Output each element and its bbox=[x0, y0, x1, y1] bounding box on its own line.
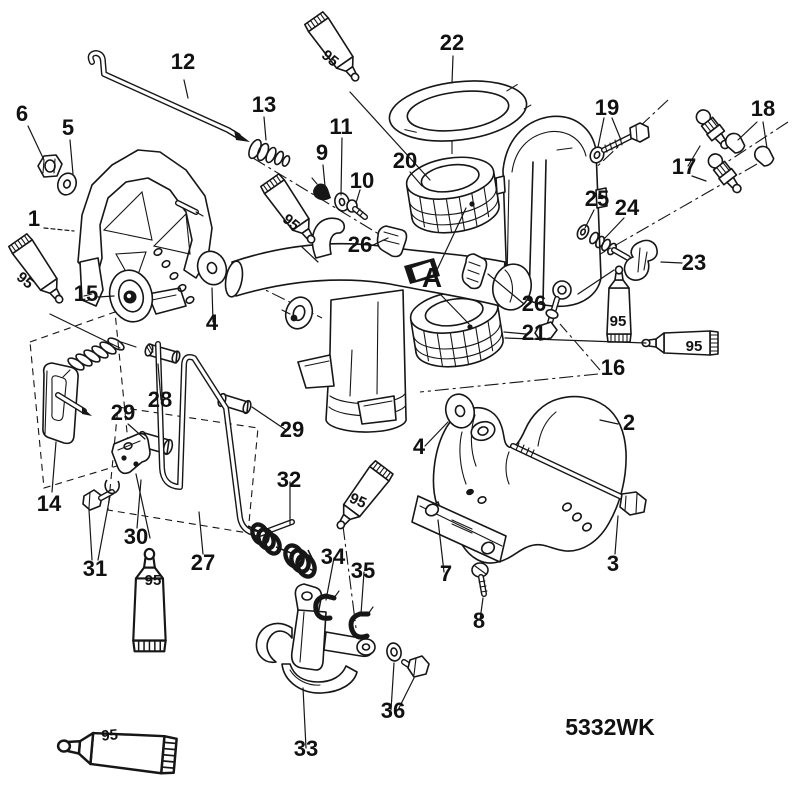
spring-13 bbox=[248, 138, 291, 167]
clip-34 bbox=[313, 590, 340, 621]
bolt-36 bbox=[401, 655, 430, 678]
steering-drum bbox=[108, 269, 154, 323]
callout-6: 6 bbox=[16, 101, 28, 126]
callout-18: 18 bbox=[751, 96, 775, 121]
callout-labels: 1 2 3 4 4 5 6 7 8 9 10 11 12 13 14 15 16… bbox=[16, 30, 775, 761]
callout-23: 23 bbox=[682, 250, 706, 275]
lock-spring bbox=[62, 337, 137, 378]
swivel-bracket bbox=[224, 217, 532, 433]
callout-26-a: 26 bbox=[348, 232, 372, 257]
callout-14: 14 bbox=[37, 491, 62, 516]
washer-36 bbox=[386, 642, 402, 662]
clip-35 bbox=[348, 606, 374, 640]
callout-15: 15 bbox=[74, 281, 98, 306]
wedge-26-right bbox=[461, 253, 488, 290]
callout-33: 33 bbox=[294, 736, 318, 761]
swivel-housing bbox=[495, 115, 608, 341]
callout-30: 30 bbox=[124, 524, 148, 549]
callout-24: 24 bbox=[615, 195, 640, 220]
callout-35: 35 bbox=[351, 558, 375, 583]
bracket-30 bbox=[111, 432, 151, 475]
nut bbox=[37, 154, 63, 178]
bearing-upper bbox=[402, 150, 503, 240]
callout-27: 27 bbox=[191, 550, 215, 575]
grease-fitting-lower bbox=[707, 153, 742, 194]
fitting-cap bbox=[754, 145, 775, 167]
retainer-ring bbox=[388, 80, 532, 142]
clamp-bolt-3 bbox=[510, 442, 647, 516]
grease-tube bbox=[132, 547, 167, 653]
grease-label: 95 bbox=[347, 490, 369, 512]
anode-plate-7 bbox=[411, 495, 507, 563]
callout-36: 36 bbox=[381, 698, 405, 723]
callout-7: 7 bbox=[440, 561, 452, 586]
grease-label: 95 bbox=[145, 572, 162, 589]
callout-4-b: 4 bbox=[413, 434, 426, 459]
screw-8 bbox=[471, 562, 489, 597]
pin-28 bbox=[144, 343, 181, 364]
callout-4-a: 4 bbox=[206, 310, 219, 335]
callout-21: 21 bbox=[522, 320, 546, 345]
grease-leaders bbox=[49, 91, 647, 539]
grease-point-upper bbox=[469, 201, 475, 207]
callout-12: 12 bbox=[171, 49, 195, 74]
screw-10 bbox=[346, 199, 368, 220]
callout-28: 28 bbox=[148, 387, 172, 412]
callout-5: 5 bbox=[62, 115, 74, 140]
drawing-code: 5332WK bbox=[565, 714, 655, 740]
callout-29-b: 29 bbox=[280, 417, 304, 442]
callout-3: 3 bbox=[607, 551, 619, 576]
callout-leaders bbox=[27, 55, 768, 749]
callout-1: 1 bbox=[28, 206, 40, 231]
callout-17: 17 bbox=[672, 154, 696, 179]
grease-tube bbox=[641, 330, 719, 356]
tilt-rod bbox=[87, 50, 250, 142]
callout-32: 32 bbox=[277, 467, 301, 492]
grease-point-lower bbox=[467, 324, 473, 330]
callout-25: 25 bbox=[585, 186, 609, 211]
washer-5 bbox=[56, 172, 78, 196]
callout-8: 8 bbox=[473, 608, 485, 633]
grease-label: 95 bbox=[610, 313, 627, 330]
callout-26-b: 26 bbox=[522, 291, 546, 316]
grease-label: 95 bbox=[101, 726, 119, 744]
callout-16: 16 bbox=[601, 355, 625, 380]
callout-34: 34 bbox=[321, 544, 346, 569]
grease-label: 95 bbox=[686, 338, 703, 355]
callout-19: 19 bbox=[595, 95, 619, 120]
callout-10: 10 bbox=[350, 168, 374, 193]
washer-4-left bbox=[196, 250, 228, 286]
wedge-26-left bbox=[376, 225, 408, 258]
callout-31: 31 bbox=[83, 556, 107, 581]
bolt-31 bbox=[82, 479, 120, 511]
bolt-19 bbox=[589, 122, 650, 164]
reverse-lock-rod-27 bbox=[155, 341, 295, 537]
grease-fitting-upper bbox=[695, 109, 730, 150]
callout-22: 22 bbox=[440, 30, 464, 55]
callout-9: 9 bbox=[316, 140, 328, 165]
hook-clip-9 bbox=[311, 177, 331, 201]
washer-4-right bbox=[444, 393, 476, 429]
callout-13: 13 bbox=[252, 92, 276, 117]
view-marker-a: A bbox=[422, 262, 442, 293]
callout-2: 2 bbox=[623, 410, 635, 435]
wing-knob-23 bbox=[611, 239, 658, 281]
tilt-lock-plate-14 bbox=[42, 362, 92, 445]
callout-29-a: 29 bbox=[111, 400, 135, 425]
grease-tube bbox=[7, 232, 72, 310]
washer-11 bbox=[334, 192, 350, 212]
callout-11: 11 bbox=[329, 114, 352, 139]
clamp-bracket-starboard bbox=[425, 395, 627, 564]
callout-20: 20 bbox=[393, 148, 417, 173]
torsion-spring-32 bbox=[247, 522, 317, 579]
grease-tube bbox=[303, 10, 368, 88]
